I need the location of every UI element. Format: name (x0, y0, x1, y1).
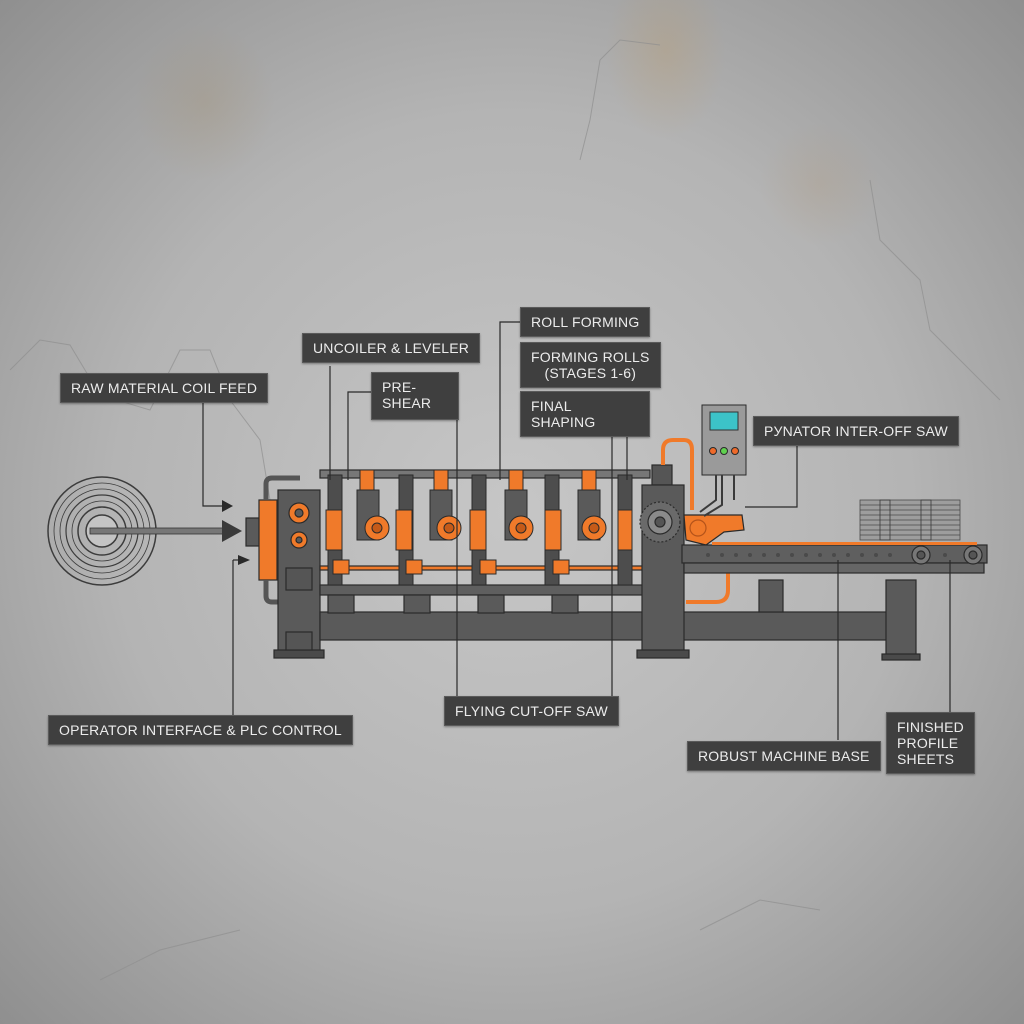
feed-arrow-icon (89, 520, 242, 542)
label-text: ROLL FORMING (531, 314, 640, 330)
label-operator-interface-plc: OPERATOR INTERFACE & PLC CONTROL (48, 715, 353, 745)
label-robust-machine-base: ROBUST MACHINE BASE (687, 741, 881, 771)
runout-conveyor (681, 542, 988, 661)
label-uncoiler-leveler: UNCOILER & LEVELER (302, 333, 481, 363)
forming-station-3 (469, 469, 534, 586)
label-text: ROBUST MACHINE BASE (698, 748, 870, 764)
uncoiler-leveler-frame (245, 475, 325, 659)
label-text: OPERATOR INTERFACE & PLC CONTROL (59, 722, 342, 738)
label-text-line1: FINISHED (897, 719, 964, 735)
label-text-line3: SHEETS (897, 751, 955, 767)
label-roll-forming: ROLL FORMING (520, 307, 651, 337)
forming-roll-stations (325, 469, 633, 586)
finished-sheet-stack (859, 499, 961, 541)
label-punator-saw: PУNATOR INTER-OFF SAW (753, 416, 959, 446)
leader-lines (202, 321, 951, 740)
forming-station-2 (395, 469, 462, 586)
label-text-line1: FORMING ROLLS (531, 349, 650, 365)
label-text-line2: (STAGES 1-6) (544, 365, 637, 381)
label-forming-rolls: FORMING ROLLS (STAGES 1-6) (520, 342, 661, 388)
forming-station-4 (544, 469, 607, 586)
label-raw-material-coil-feed: RAW MATERIAL COIL FEED (60, 373, 269, 403)
label-flying-cut-off-saw: FLYING CUT-OFF SAW (444, 696, 619, 726)
label-text: UNCOILER & LEVELER (313, 340, 470, 356)
label-text: PRE-SHEAR (382, 379, 432, 411)
label-finished-profile-sheets: FINISHED PROFILE SHEETS (886, 712, 975, 774)
label-text: FLYING CUT-OFF SAW (455, 703, 608, 719)
label-text-line2: PROFILE (897, 735, 959, 751)
forming-station-1 (325, 469, 390, 586)
machine-base (319, 469, 891, 641)
raw-material-coil (47, 476, 157, 586)
label-text: PУNATOR INTER-OFF SAW (764, 423, 948, 439)
label-text: RAW MATERIAL COIL FEED (71, 380, 258, 396)
label-text: FINAL SHAPING (531, 398, 596, 430)
control-panel (699, 404, 747, 517)
forming-station-5 (617, 474, 633, 586)
label-final-shaping: FINAL SHAPING (520, 391, 650, 437)
label-pre-shear: PRE-SHEAR (371, 372, 459, 420)
flying-cut-off-saw (636, 438, 745, 659)
